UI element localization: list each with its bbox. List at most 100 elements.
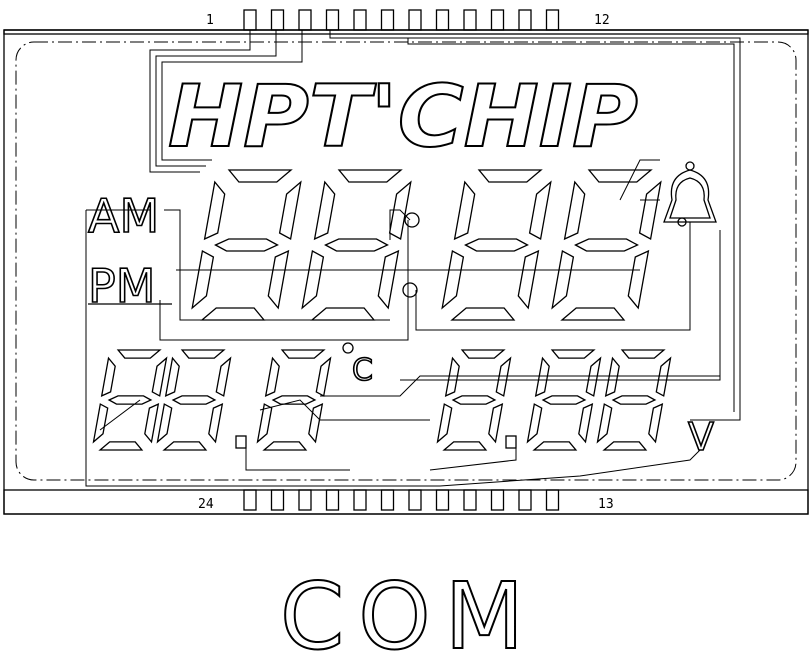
big-digit-2-seg-g	[324, 238, 389, 252]
bottom-pin-16	[463, 489, 477, 511]
volt-segment: V	[688, 415, 714, 459]
viewing-area	[15, 41, 797, 481]
top-pin-7	[408, 9, 422, 31]
com-caption: COM	[280, 563, 538, 664]
big-digit-3-seg-c	[517, 249, 540, 310]
top-pin-10	[490, 9, 505, 31]
pin-label-24: 24	[198, 497, 214, 512]
celsius-segment: C	[352, 353, 373, 388]
top-pin-5	[353, 9, 367, 31]
small-digit-5-seg-e	[526, 403, 543, 444]
decimal-point-2	[505, 435, 517, 449]
small-digit-4-seg-b	[495, 356, 512, 397]
big-digit-3	[441, 169, 552, 321]
bottom-pins	[243, 489, 560, 511]
big-digit-3-seg-g	[464, 238, 529, 252]
big-digit-2-seg-f	[313, 180, 336, 241]
big-digit-4-seg-c	[627, 249, 650, 310]
small-digit-2-seg-e	[156, 403, 173, 444]
small-digit-6-seg-g	[611, 395, 657, 405]
small-digit-2-seg-a	[180, 349, 226, 359]
small-digit-1	[92, 349, 168, 451]
decimal-point-1	[235, 435, 247, 449]
small-digit-2	[156, 349, 232, 451]
top-pin-12	[545, 9, 560, 31]
bottom-pin-17	[435, 489, 450, 511]
colon-lower-dot	[402, 282, 418, 298]
big-digit-4-seg-e	[551, 249, 575, 310]
small-digit-6-seg-a	[620, 349, 666, 359]
small-digit-6-seg-b	[655, 356, 672, 397]
bottom-pin-23	[270, 489, 285, 511]
top-pin-2	[270, 9, 285, 31]
bottom-pin-20	[353, 489, 367, 511]
small-digit-5-seg-a	[550, 349, 596, 359]
small-digit-1-seg-f	[100, 356, 116, 397]
big-digit-1-seg-g	[214, 238, 279, 252]
bottom-pin-19	[380, 489, 395, 511]
wiring-traces	[85, 30, 741, 487]
colon-upper-dot	[404, 212, 420, 228]
brand-segment: HPT'CHIP	[168, 67, 638, 167]
bottom-pin-21	[325, 489, 340, 511]
small-digit-5-seg-b	[585, 356, 602, 397]
bottom-pin-22	[298, 489, 312, 511]
pin-label-1: 1	[206, 13, 214, 28]
small-digit-5-seg-d	[532, 441, 578, 451]
small-digit-3-seg-g	[271, 395, 317, 405]
big-digit-1-seg-a	[227, 169, 293, 183]
big-digit-2-seg-d	[310, 307, 376, 321]
big-digit-1-seg-c	[267, 249, 290, 310]
big-digit-4-seg-g	[574, 238, 639, 252]
big-digit-1-seg-d	[200, 307, 266, 321]
pm-segment: PM	[88, 259, 155, 313]
small-digit-2-seg-c	[208, 403, 224, 444]
small-digit-4-seg-c	[488, 403, 504, 444]
big-digit-4-seg-b	[638, 180, 662, 241]
small-digit-2-seg-g	[171, 395, 217, 405]
small-digit-1-seg-a	[116, 349, 162, 359]
top-pin-8	[435, 9, 450, 31]
lcd-bottom-band	[3, 489, 809, 515]
small-digit-1-seg-g	[107, 395, 153, 405]
big-digit-1-seg-b	[278, 180, 302, 241]
small-digit-5	[526, 349, 602, 451]
small-digit-2-seg-b	[215, 356, 232, 397]
small-digit-2-seg-d	[162, 441, 208, 451]
top-pin-3	[298, 9, 312, 31]
top-pin-11	[518, 9, 532, 31]
small-digit-5-seg-f	[534, 356, 550, 397]
small-digit-6-seg-e	[596, 403, 613, 444]
small-digit-4-seg-d	[442, 441, 488, 451]
small-digit-2-seg-f	[164, 356, 180, 397]
top-pin-1	[243, 9, 257, 31]
small-digit-6-seg-f	[604, 356, 620, 397]
big-digit-4-seg-f	[563, 180, 586, 241]
big-digit-4	[551, 169, 662, 321]
small-digit-3-seg-c	[308, 403, 324, 444]
small-digit-5-seg-c	[578, 403, 594, 444]
small-digit-5-seg-g	[541, 395, 587, 405]
small-digit-3-seg-e	[256, 403, 273, 444]
lcd-top-band	[3, 29, 809, 35]
big-digit-4-seg-a	[587, 169, 653, 183]
small-digit-6	[596, 349, 672, 451]
small-digit-1-seg-d	[98, 441, 144, 451]
bottom-pin-14	[518, 489, 532, 511]
small-digit-3-seg-a	[280, 349, 326, 359]
big-digit-1-seg-f	[203, 180, 226, 241]
bottom-pin-13	[545, 489, 560, 511]
big-digit-3-seg-a	[477, 169, 543, 183]
small-digit-1-seg-e	[92, 403, 109, 444]
big-digit-3-seg-b	[528, 180, 552, 241]
bottom-pin-18	[408, 489, 422, 511]
big-digit-1-seg-e	[191, 249, 215, 310]
pin-label-13: 13	[598, 497, 614, 512]
bottom-pin-24	[243, 489, 257, 511]
big-digit-4-seg-d	[560, 307, 626, 321]
small-digit-6-seg-d	[602, 441, 648, 451]
small-digit-4	[436, 349, 512, 451]
pin-label-12: 12	[594, 13, 610, 28]
big-digit-3-seg-e	[441, 249, 465, 310]
